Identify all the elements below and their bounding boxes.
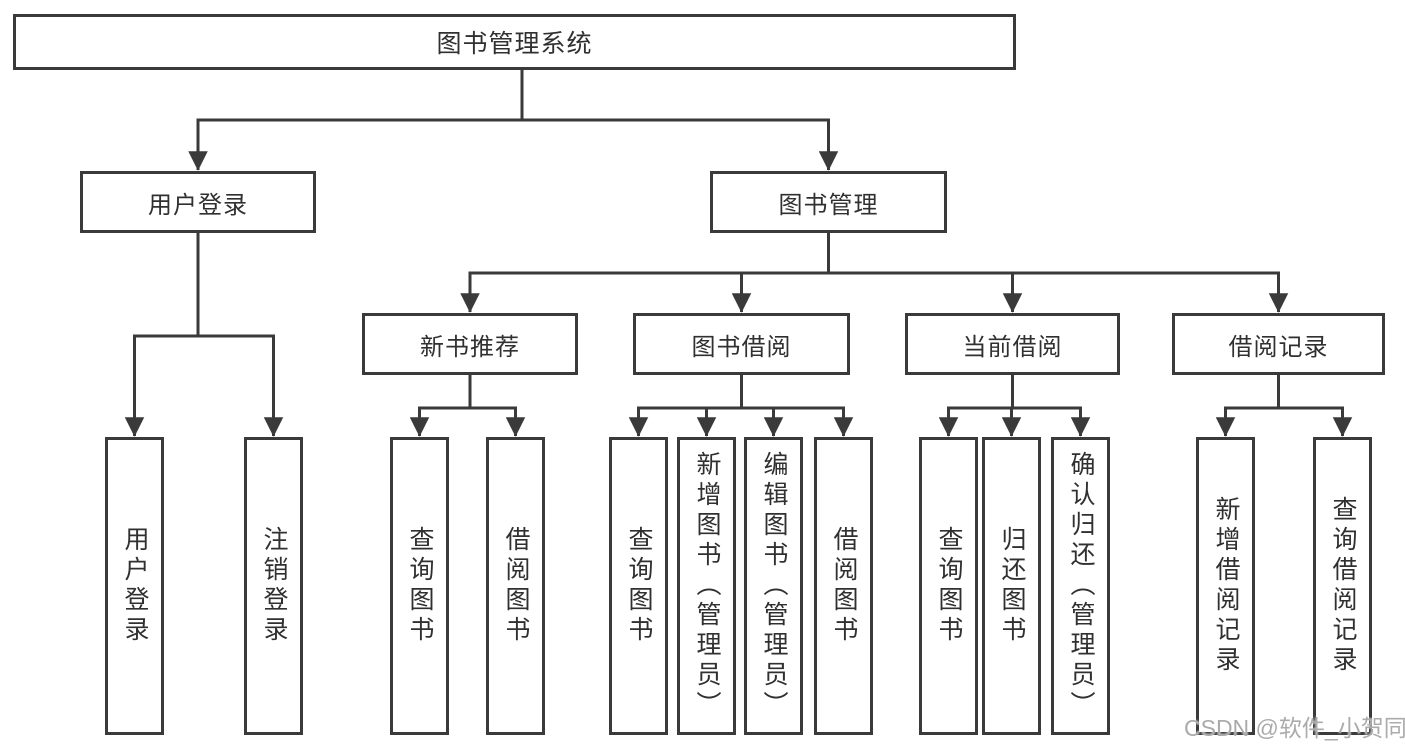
- node-new-book-recommend: 新书推荐: [362, 313, 578, 375]
- node-user-login-branch: 用户登录: [80, 171, 316, 233]
- leaf-user-login: 用户登录: [105, 437, 164, 735]
- leaf-borrow-borrow-books: 借阅图书: [814, 437, 873, 735]
- leaf-current-confirm-return-admin: 确认归还（管理员）: [1051, 437, 1110, 735]
- leaf-label: 查询图书: [935, 526, 963, 646]
- csdn-watermark: CSDN @软件_小贺同学: [1184, 715, 1405, 741]
- leaf-label: 借阅图书: [830, 526, 858, 646]
- leaf-borrow-add-book-admin: 新增图书（管理员）: [677, 437, 736, 735]
- leaf-borrow-edit-book-admin: 编辑图书（管理员）: [744, 437, 803, 735]
- leaf-record-add-borrow-record: 新增借阅记录: [1196, 437, 1255, 735]
- leaf-label: 编辑图书（管理员）: [760, 451, 788, 721]
- node-library-management-system: 图书管理系统: [13, 14, 1016, 70]
- leaf-record-query-borrow-record: 查询借阅记录: [1313, 437, 1372, 735]
- leaf-label: 确认归还（管理员）: [1067, 451, 1095, 721]
- leaf-current-query-books: 查询图书: [919, 437, 978, 735]
- leaf-label: 新增借阅记录: [1212, 496, 1240, 676]
- leaf-label: 注销登录: [260, 526, 288, 646]
- leaf-label: 查询图书: [625, 526, 653, 646]
- leaf-label: 新增图书（管理员）: [693, 451, 721, 721]
- leaf-newbook-borrow-books: 借阅图书: [486, 437, 545, 735]
- node-book-borrowing: 图书借阅: [633, 313, 850, 375]
- leaf-label: 借阅图书: [502, 526, 530, 646]
- node-book-management-branch: 图书管理: [710, 171, 947, 233]
- leaf-newbook-query-books: 查询图书: [390, 437, 449, 735]
- leaf-borrow-query-books: 查询图书: [609, 437, 668, 735]
- leaf-label: 用户登录: [121, 526, 149, 646]
- node-borrowing-records: 借阅记录: [1172, 313, 1385, 375]
- node-current-borrowing: 当前借阅: [905, 313, 1120, 375]
- leaf-label: 归还图书: [998, 526, 1026, 646]
- leaf-label: 查询图书: [406, 526, 434, 646]
- leaf-logout: 注销登录: [244, 437, 303, 735]
- leaf-label: 查询借阅记录: [1329, 496, 1357, 676]
- leaf-current-return-books: 归还图书: [982, 437, 1041, 735]
